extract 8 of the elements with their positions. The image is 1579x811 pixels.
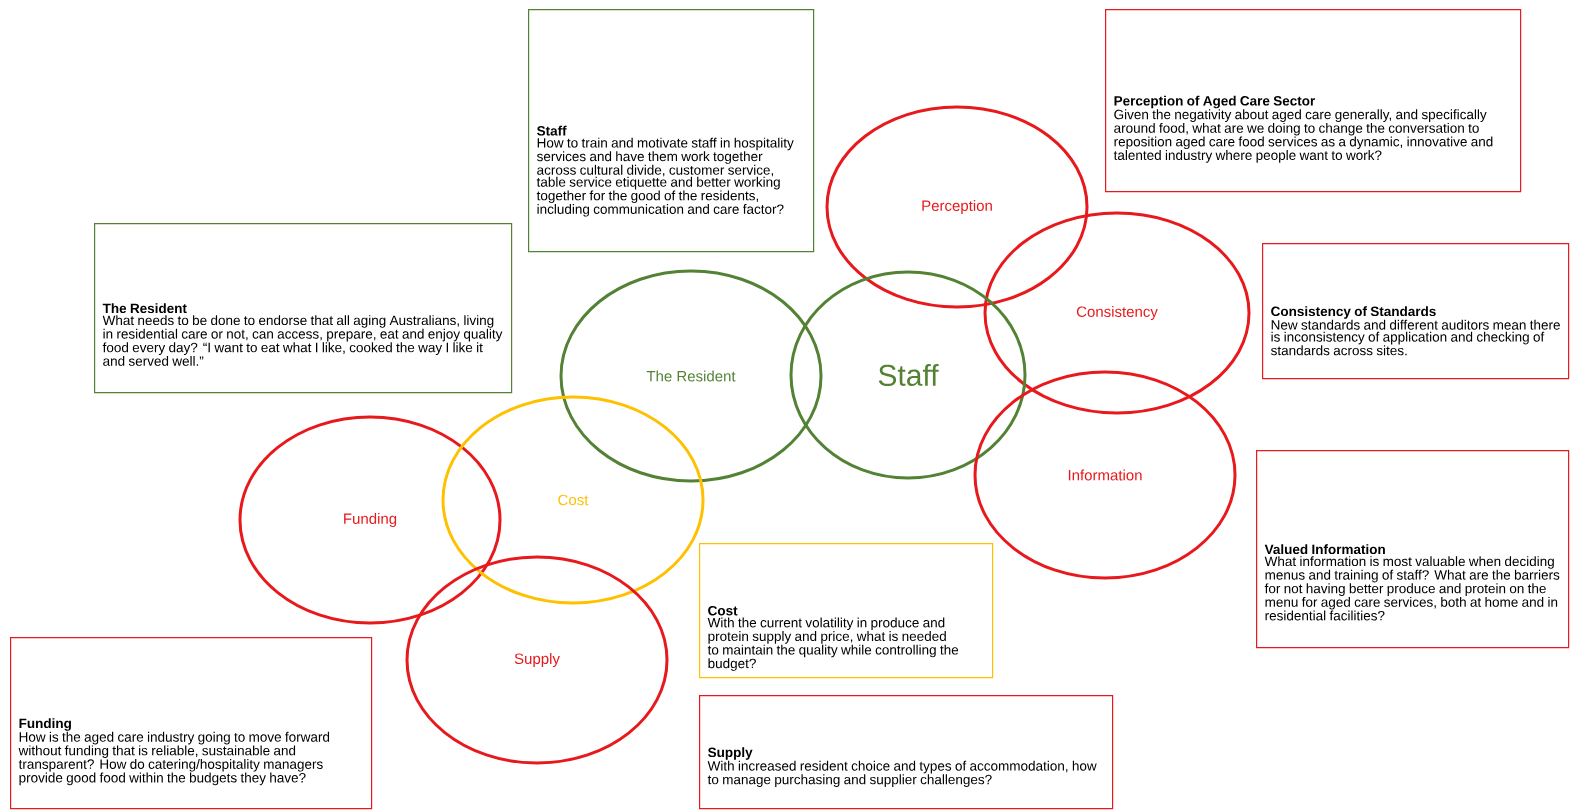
text-box: Valued Information What information is most valuable when deciding menus and training of staff? What are the barriers for not having better produce and protein on the menu for aged care services, both at home and in residential facilities? bbox=[1256, 450, 1570, 649]
text-box: Staff How to train and motivate staff in hospitality services and have them work together across cultural divide, customer service, table service etiquette and better working together for the good of the residents, including communication and care factor? bbox=[528, 9, 815, 253]
text-box: The Resident What needs to be done to endorse that all aging Australians, living in residential care or not, can access, prepare, eat and enjoy quality food every day? “I want to eat what I like, cooked the way I like it and served well.” bbox=[94, 223, 513, 394]
text-box: Cost With the current volatility in produce and protein supply and price, what is needed to maintain the quality while controlling the budget? bbox=[699, 543, 994, 679]
text-box: Perception of Aged Care Sector Given the negativity about aged care generally, and specifically around food, what are we doing to change the conversation to reposition aged care food services as a dynamic, innovative and talented industry where people want to work? bbox=[1105, 9, 1522, 193]
text-box: Consistency of Standards New standards and different auditors mean there is inconsistency of application and checking of standards across sites. bbox=[1262, 243, 1570, 380]
text-box: Supply With increased resident choice and types of accommodation, how to manage purchasing and supplier challenges? bbox=[699, 695, 1114, 810]
text-box: Funding How is the aged care industry going to move forward without funding that is reliable, sustainable and transparent? How do catering/hospitality managers provide good food within the budgets they have? bbox=[10, 637, 373, 810]
